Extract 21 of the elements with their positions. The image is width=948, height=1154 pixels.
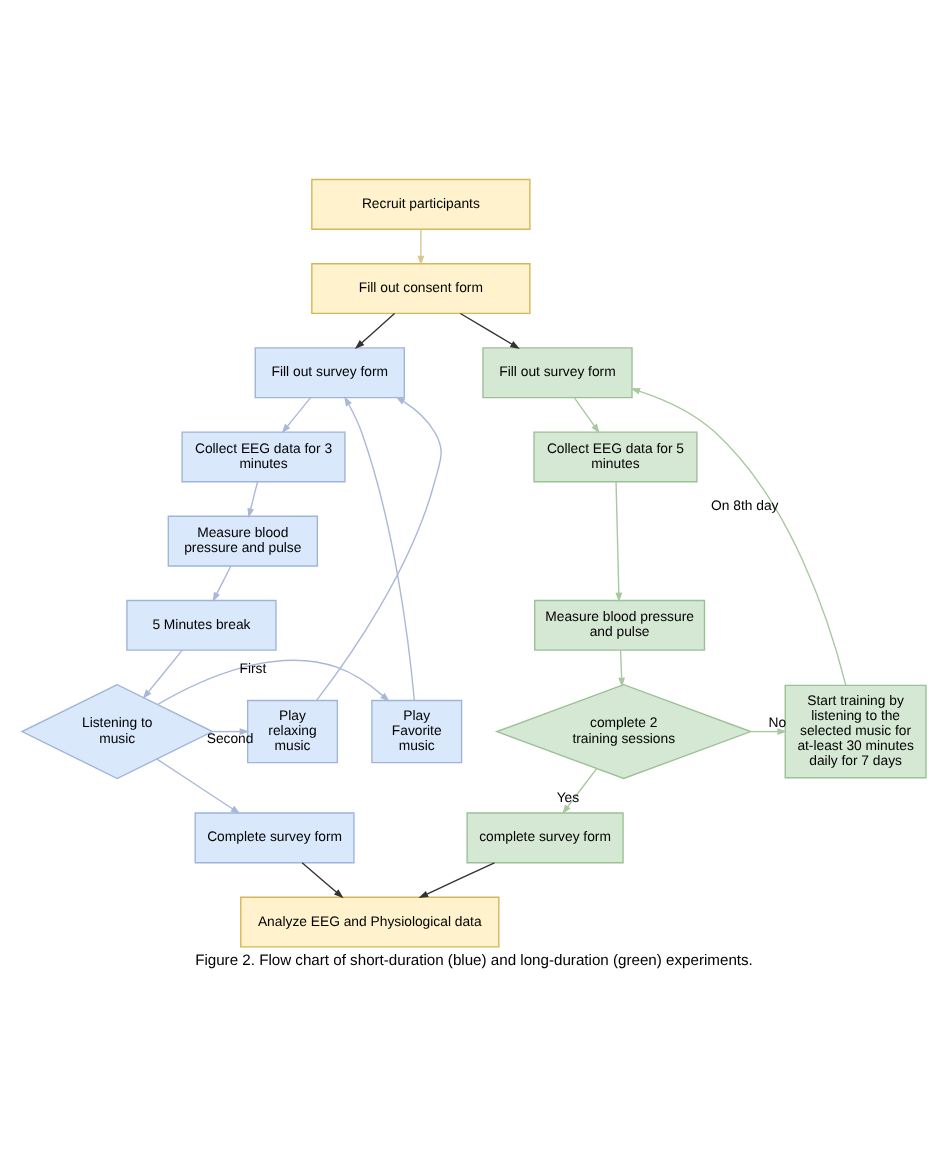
arrow — [142, 649, 183, 699]
arrow — [459, 312, 520, 349]
arrow — [315, 396, 442, 702]
arrow — [630, 387, 847, 686]
arrow — [618, 649, 626, 688]
arrow — [301, 862, 344, 899]
arrow — [562, 767, 598, 815]
arrow — [281, 397, 312, 434]
arrow — [615, 481, 623, 603]
arrow — [212, 728, 250, 735]
arrow — [157, 659, 390, 706]
arrow — [247, 481, 259, 518]
arrow — [156, 758, 241, 814]
caption: Figure 2. Flow chart of short-duration (blue) and long-duration (green) experiments. — [195, 950, 753, 969]
arrow — [212, 565, 232, 602]
arrow — [750, 728, 787, 735]
arrow — [418, 862, 496, 899]
arrow — [344, 396, 416, 701]
arrow — [354, 312, 396, 349]
arrow — [417, 228, 425, 266]
arrow — [573, 397, 600, 434]
